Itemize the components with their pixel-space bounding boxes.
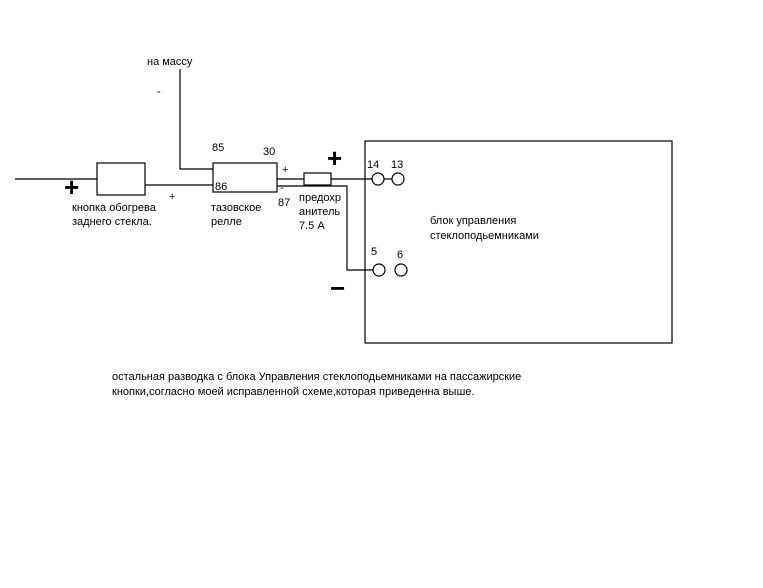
- input-plus-sign: +: [64, 172, 79, 202]
- ground-label: на массу: [147, 56, 193, 68]
- button-wire-plus: +: [169, 191, 175, 203]
- block-pin-6: 6: [397, 249, 403, 261]
- plus-sign: +: [327, 143, 342, 173]
- relay-out-minus: -: [280, 182, 284, 194]
- relay-pin-30: 30: [263, 146, 275, 158]
- pin-14-connector: [371, 172, 385, 186]
- minus-sign: −: [330, 273, 345, 303]
- fuse: [303, 172, 332, 186]
- pin-6-connector: [394, 263, 408, 277]
- note-line-2: кнопки,согласно моей исправленной схеме,…: [112, 386, 474, 398]
- relay-label-1: тазовское: [211, 202, 261, 214]
- pin-5-connector: [372, 263, 386, 277]
- relay-box: [212, 162, 278, 193]
- button-label-1: кнопка обогрева: [72, 202, 157, 214]
- heater-button-box: [96, 162, 146, 196]
- button-label-2: заднего стекла.: [72, 216, 152, 228]
- ground-sign: -: [157, 86, 161, 98]
- fuse-label-3: 7.5 А: [299, 220, 325, 232]
- relay-out-plus: +: [282, 164, 288, 176]
- block-pin-14: 14: [367, 159, 379, 171]
- block-label-2: стеклоподьемниками: [430, 230, 539, 242]
- pin-13-connector: [391, 172, 405, 186]
- note-line-1: остальная разводка с блока Управления ст…: [112, 371, 521, 383]
- relay-pin-85: 85: [212, 142, 224, 154]
- window-control-block: [364, 140, 673, 344]
- relay-label-2: релле: [211, 216, 242, 228]
- block-pin-5: 5: [371, 246, 377, 258]
- ground-wire: [179, 69, 213, 170]
- block-pin-13: 13: [391, 159, 403, 171]
- relay-pin-87: 87: [278, 197, 290, 209]
- minus-wire: [277, 185, 373, 271]
- fuse-label-2: анитель: [299, 206, 340, 218]
- relay-pin-86: 86: [215, 181, 227, 193]
- fuse-label-1: предохр: [299, 192, 341, 204]
- block-label-1: блок управления: [430, 215, 516, 227]
